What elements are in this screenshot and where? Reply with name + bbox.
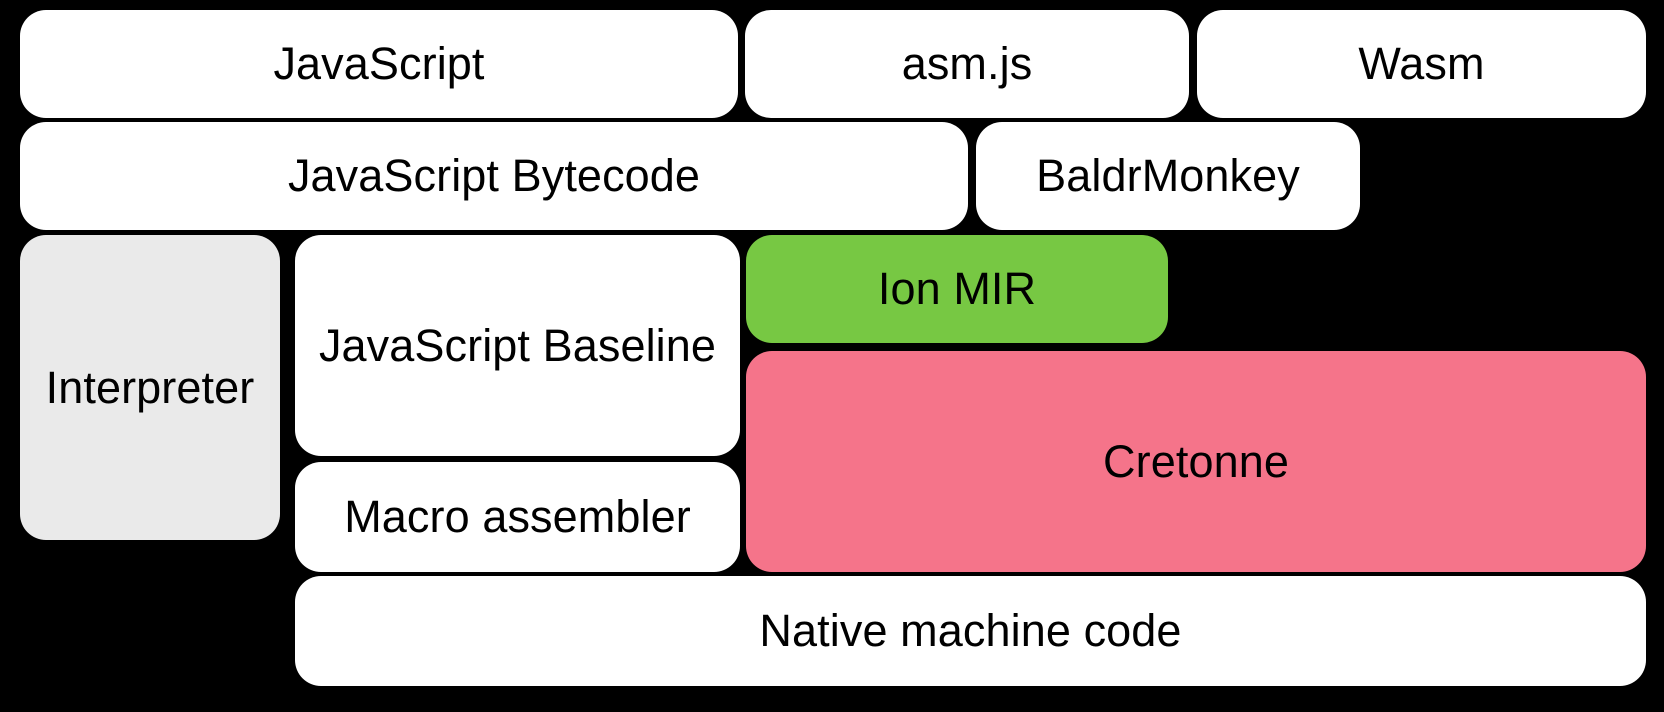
node-interpreter[interactable]: Interpreter xyxy=(20,235,280,540)
node-cretonne[interactable]: Cretonne xyxy=(746,351,1646,572)
node-interpreter-label: Interpreter xyxy=(45,361,255,413)
node-javascript[interactable]: JavaScript xyxy=(20,10,738,118)
node-javascript-bytecode[interactable]: JavaScript Bytecode xyxy=(20,122,968,230)
node-ion-mir-label: Ion MIR xyxy=(877,263,1037,315)
node-baldrmonkey[interactable]: BaldrMonkey xyxy=(976,122,1360,230)
node-macro-assembler-label: Macro assembler xyxy=(344,491,691,543)
node-macro-assembler[interactable]: Macro assembler xyxy=(295,462,740,572)
node-native-machine-code[interactable]: Native machine code xyxy=(295,576,1646,686)
node-asm-js[interactable]: asm.js xyxy=(745,10,1189,118)
node-cretonne-label: Cretonne xyxy=(1103,435,1289,487)
node-wasm-label: Wasm xyxy=(1358,38,1485,90)
node-asm-js-label: asm.js xyxy=(901,38,1033,90)
node-wasm[interactable]: Wasm xyxy=(1197,10,1646,118)
node-javascript-baseline-label: JavaScript Baseline xyxy=(318,319,717,371)
node-baldrmonkey-label: BaldrMonkey xyxy=(1036,150,1300,202)
node-javascript-baseline[interactable]: JavaScript Baseline xyxy=(295,235,740,456)
node-native-machine-code-label: Native machine code xyxy=(759,605,1182,657)
node-javascript-label: JavaScript xyxy=(273,38,485,90)
node-ion-mir[interactable]: Ion MIR xyxy=(746,235,1168,343)
node-javascript-bytecode-label: JavaScript Bytecode xyxy=(287,150,701,202)
